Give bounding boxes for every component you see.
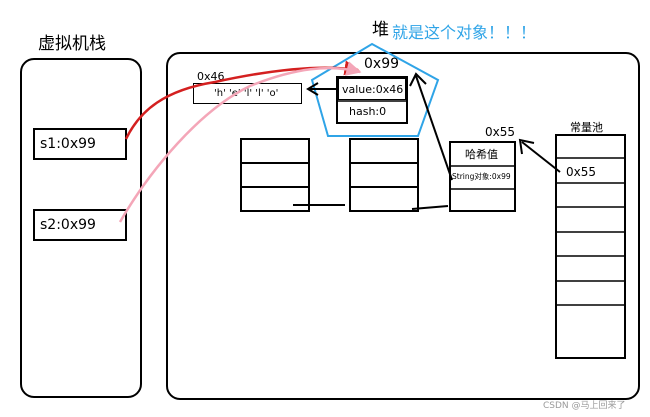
string-pool-box [555,134,626,359]
string-object-box [336,76,408,124]
arrowhead-char-array [306,82,319,96]
string-pool-title: 常量池 [570,121,603,134]
string-object-address: 0x99 [364,56,400,72]
link-grid2-hashtable [411,205,449,210]
heap-grid-2 [349,138,419,212]
char-array-content: 'h' 'e' 'l' 'l' 'o' [214,88,279,99]
hash-table-header: 哈希值 [465,148,498,161]
stack-var-s2-label: s2:0x99 [40,217,96,233]
highlight-pentagon [310,42,440,137]
hash-table-address: 0x55 [485,125,516,139]
arrow-s2-to-object [118,61,362,223]
heap-title: 堆 [372,20,389,40]
string-object-value-field: value:0x46 [338,78,406,100]
arrow-pool-to-hashtable [521,141,561,173]
string-pool-entry: 0x55 [566,165,597,179]
stack-panel [20,58,142,398]
string-object-hash-label: hash:0 [349,105,387,118]
hash-table-entry: String对象:0x99 [452,172,511,181]
heap-callout: 就是这个对象！！！ [392,23,537,42]
stack-var-s2: s2:0x99 [33,209,127,241]
arrowhead-object [409,72,427,87]
arrowhead-hashtable [518,138,535,155]
heap-panel [166,52,640,400]
hash-table-rows [449,165,516,190]
string-object-value-label: value:0x46 [342,83,404,96]
string-pool-rows [555,157,626,306]
arrow-hashtable-to-object [415,75,453,181]
char-array-box: 'h' 'e' 'l' 'l' 'o' [193,83,302,104]
watermark: CSDN @马上回来了 [543,401,626,411]
heap-grid-1 [240,138,310,212]
stack-var-s1-label: s1:0x99 [40,136,96,152]
stack-var-s1: s1:0x99 [33,128,127,160]
char-array-address: 0x46 [197,70,225,83]
arrow-s1-to-object [124,60,360,140]
stack-title: 虚拟机栈 [38,34,106,54]
